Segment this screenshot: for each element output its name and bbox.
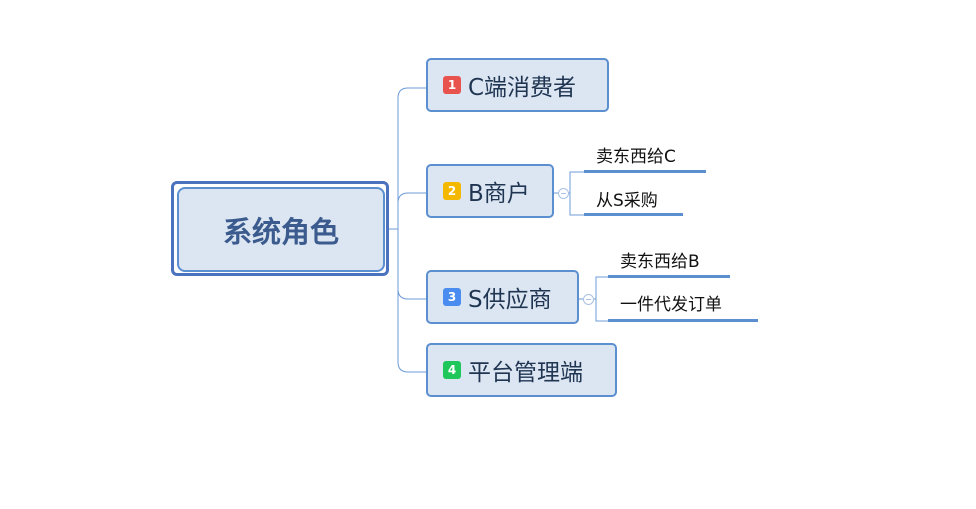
subtopic-underline xyxy=(584,213,683,216)
subtopic-underline xyxy=(608,275,730,278)
subtopic-purchase-from-s[interactable]: 从S采购 xyxy=(596,191,658,211)
collapse-icon[interactable] xyxy=(583,294,594,305)
root-label: 系统角色 xyxy=(222,214,339,249)
branch-c-consumer[interactable]: 1 C端消费者 xyxy=(426,58,609,112)
subtopic-sell-to-b[interactable]: 卖东西给B xyxy=(620,252,700,272)
collapse-icon[interactable] xyxy=(558,188,569,199)
subtopic-dropship-orders[interactable]: 一件代发订单 xyxy=(620,295,722,315)
subtopic-underline xyxy=(608,319,758,322)
branch-platform-admin[interactable]: 4 平台管理端 xyxy=(426,343,617,397)
priority-2-icon: 2 xyxy=(443,182,461,200)
branch-label: 平台管理端 xyxy=(468,360,583,386)
branch-label: C端消费者 xyxy=(468,75,577,101)
branch-label: S供应商 xyxy=(468,287,552,313)
priority-3-icon: 3 xyxy=(443,288,461,306)
branch-s-supplier[interactable]: 3 S供应商 xyxy=(426,270,579,324)
subtopic-underline xyxy=(584,170,706,173)
priority-4-icon: 4 xyxy=(443,361,461,379)
subtopic-sell-to-c[interactable]: 卖东西给C xyxy=(596,147,676,167)
branch-b-merchant[interactable]: 2 B商户 xyxy=(426,164,554,218)
branch-label: B商户 xyxy=(468,181,530,207)
root-node[interactable]: 系统角色 xyxy=(177,187,385,272)
priority-1-icon: 1 xyxy=(443,76,461,94)
root-node-frame xyxy=(171,181,389,276)
